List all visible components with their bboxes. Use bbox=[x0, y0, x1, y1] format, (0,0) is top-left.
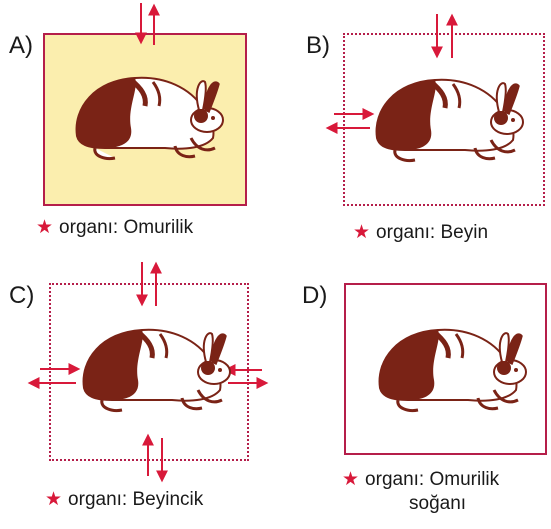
panel-a-arrows bbox=[141, 3, 154, 45]
panel-b-rabbit bbox=[377, 80, 523, 161]
panel-a-rabbit bbox=[77, 78, 223, 159]
panel-d-rabbit bbox=[380, 330, 526, 411]
panel-c-rabbit bbox=[84, 330, 230, 411]
